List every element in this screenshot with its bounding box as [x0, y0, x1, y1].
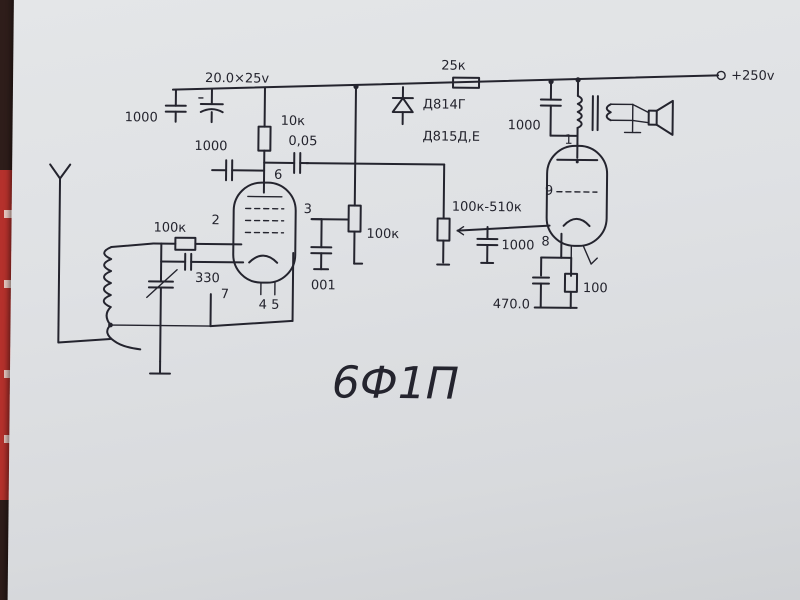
- supply-voltage-label: +250v: [731, 69, 775, 84]
- cap-1000-mid-label: 1000: [501, 238, 534, 253]
- pin-7-label: 7: [221, 287, 229, 302]
- zener-alt-label: Д815Д,Е: [422, 129, 480, 145]
- anode-res-label: 10к: [281, 114, 306, 129]
- grid-res-label: 100к: [153, 220, 186, 235]
- coupling-capacitor: [263, 151, 310, 175]
- tube-type-title: 6Ф1П: [332, 357, 459, 409]
- ground-symbol: [148, 360, 171, 375]
- cap-001-label: 001: [311, 278, 336, 293]
- grid-capacitor-1000: [476, 225, 499, 264]
- feedback-wire: [109, 324, 212, 327]
- pin-9-label: 9: [545, 184, 553, 199]
- output-pentode-tube: [545, 142, 609, 265]
- pin-1-label: 1: [564, 133, 572, 148]
- cap-330-label: 330: [195, 271, 220, 286]
- volume-potentiometer: [305, 162, 551, 264]
- zener-label: Д814Г: [423, 97, 466, 112]
- feedback-wire: [291, 251, 295, 322]
- loudspeaker: [631, 99, 674, 136]
- filter-capacitor-1000: [164, 88, 187, 123]
- grid-leak-resistor: [152, 236, 243, 251]
- dropper-resistor: [452, 76, 481, 89]
- capacitor-001: [310, 218, 333, 271]
- cap-1000-left-label: 1000: [125, 110, 158, 125]
- pin-3-label: 3: [304, 202, 312, 217]
- variable-capacitor: [146, 242, 178, 363]
- cathode-cap-label: 470.0: [493, 297, 530, 312]
- plate-capacitor-1000: [539, 80, 579, 137]
- input-tube-6f1p: [232, 181, 297, 296]
- pin-8-label: 8: [541, 235, 549, 250]
- screen-capacitor-1000: [211, 159, 266, 182]
- filter-capacitor-20uf: [198, 88, 224, 124]
- cathode-network: [531, 232, 579, 309]
- potentiometer-100k: [310, 85, 362, 265]
- coupling-cap-label: 0,05: [288, 134, 317, 149]
- anode-resistor-10k: [257, 86, 272, 194]
- pin-45-label: 4 5: [259, 298, 280, 313]
- dropper-resistor-label: 25к: [441, 58, 466, 73]
- circuit-schematic: +250v 1000 20.0×25v: [49, 58, 775, 410]
- pin-2-label: 2: [212, 213, 220, 228]
- grid-capacitor-330: [160, 252, 245, 271]
- b-plus-rail: [171, 74, 720, 91]
- supply-cap-label: 20.0×25v: [205, 71, 270, 87]
- cap-1000-out-label: 1000: [508, 118, 541, 133]
- output-transformer: [576, 78, 642, 145]
- paper-sheet: +250v 1000 20.0×25v: [7, 0, 800, 600]
- antenna-icon: [49, 163, 112, 344]
- cap-1000-grid-label: 1000: [194, 139, 227, 154]
- pin-6-label: 6: [274, 168, 282, 183]
- tuning-coil: [102, 242, 155, 351]
- supply-terminal: [716, 70, 726, 81]
- pot-100k-label: 100к: [366, 227, 399, 242]
- cathode-res-label: 100: [583, 281, 608, 296]
- volume-pot-label: 100к-510к: [452, 200, 522, 216]
- zener-diode: [391, 86, 414, 126]
- feedback-wire: [209, 319, 294, 328]
